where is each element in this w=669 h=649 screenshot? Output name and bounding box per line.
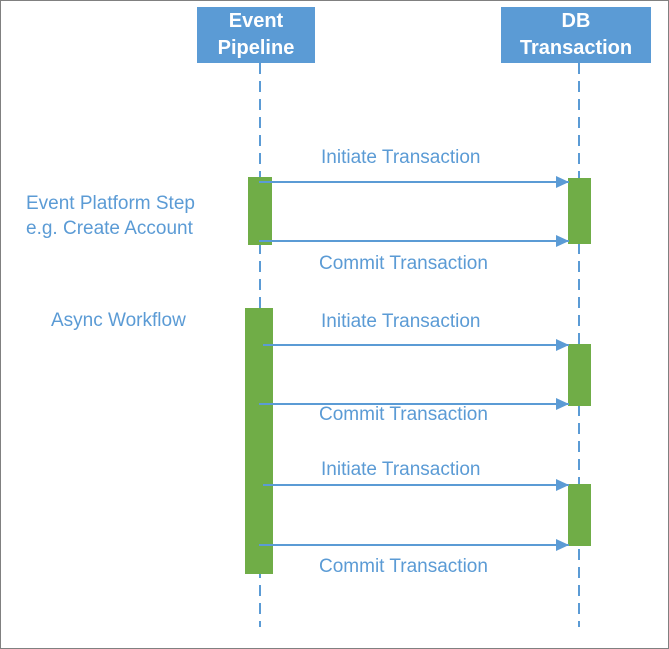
arrowhead-right-icon (556, 176, 569, 188)
message-label: Initiate Transaction (321, 311, 481, 332)
arrowhead-right-icon (556, 398, 569, 410)
participant-box-db-transaction[interactable]: DB Transaction (501, 7, 651, 63)
message-line (259, 403, 569, 405)
message-line (263, 484, 569, 486)
message-label: Commit Transaction (319, 404, 488, 425)
arrowhead-right-icon (556, 539, 569, 551)
message-line (259, 544, 569, 546)
participant-box-event-pipeline[interactable]: Event Pipeline (197, 7, 315, 63)
activation-bar-event-pipeline-1 (248, 177, 272, 245)
message-label: Commit Transaction (319, 556, 488, 577)
activation-bar-db-transaction-1 (568, 178, 591, 244)
message-line (259, 181, 569, 183)
activation-bar-db-transaction-2 (568, 344, 591, 406)
message-label: Initiate Transaction (321, 459, 481, 480)
message-line (259, 240, 569, 242)
message-label: Commit Transaction (319, 253, 488, 274)
message-line (263, 344, 569, 346)
activation-bar-event-pipeline-2 (245, 308, 273, 574)
annotation-event-platform-step: Event Platform Step e.g. Create Account (26, 193, 195, 240)
message-label: Initiate Transaction (321, 147, 481, 168)
arrowhead-right-icon (556, 479, 569, 491)
arrowhead-right-icon (556, 339, 569, 351)
annotation-async-workflow: Async Workflow (51, 310, 186, 331)
arrowhead-right-icon (556, 235, 569, 247)
activation-bar-db-transaction-3 (568, 484, 591, 546)
